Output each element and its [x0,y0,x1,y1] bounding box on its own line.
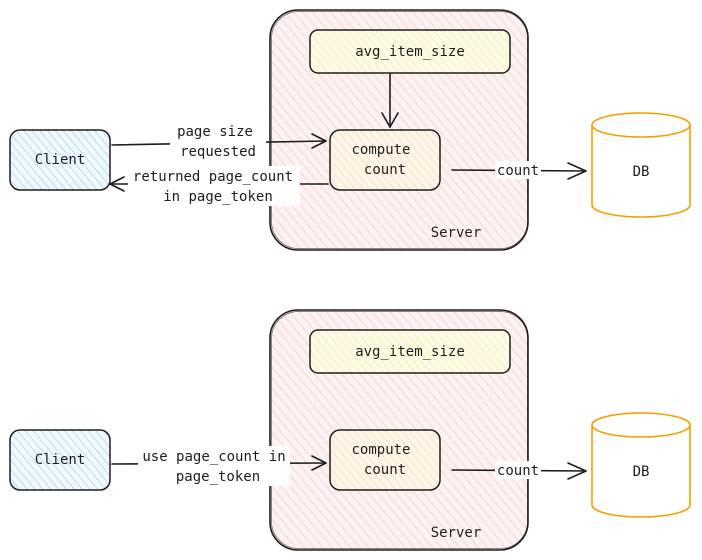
avg-item-size-label: avg_item_size [355,344,465,360]
edge-request-label-line2: page_token [176,469,260,485]
client-label: Client [35,152,86,168]
db-node[interactable]: DB [591,412,691,518]
compute-count-node[interactable]: compute count [329,429,441,491]
edge-count-label: count [497,163,539,179]
edge-return-label-line2: in page_token [163,189,273,205]
compute-count-label-line2: count [364,462,406,478]
client-node[interactable]: Client [9,129,111,191]
compute-count-label-line2: count [364,162,406,178]
edge-request-label-line2: requested [180,144,256,160]
avg-item-size-node[interactable]: avg_item_size [309,329,511,374]
edge-count: count [451,161,587,180]
edge-count: count [451,461,587,480]
edge-return: returned page_count in page_token [109,166,329,206]
client-node[interactable]: Client [9,429,111,491]
db-label: DB [633,464,650,480]
compute-count-label-line1: compute [351,142,410,158]
edge-return-label-line1: returned page_count [133,169,293,185]
edge-request: use page_count in page_token [111,446,327,486]
edge-avg-to-compute [381,73,399,128]
server-label: Server [431,225,482,241]
server-label: Server [431,525,482,541]
edge-count-label: count [497,463,539,479]
bottom-diagram: Server avg_item_size compute count Clien… [9,309,691,551]
db-label: DB [633,164,650,180]
edge-request-label-line1: page size [177,124,253,140]
compute-count-node[interactable]: compute count [329,129,441,191]
top-diagram: Server avg_item_size compute count Clien… [9,9,691,251]
client-label: Client [35,452,86,468]
avg-item-size-node[interactable]: avg_item_size [309,29,511,74]
edge-request-label-line1: use page_count in [142,449,285,465]
avg-item-size-label: avg_item_size [355,44,465,60]
compute-count-label-line1: compute [351,442,410,458]
edge-request: page size requested [111,120,327,160]
db-node[interactable]: DB [591,112,691,218]
